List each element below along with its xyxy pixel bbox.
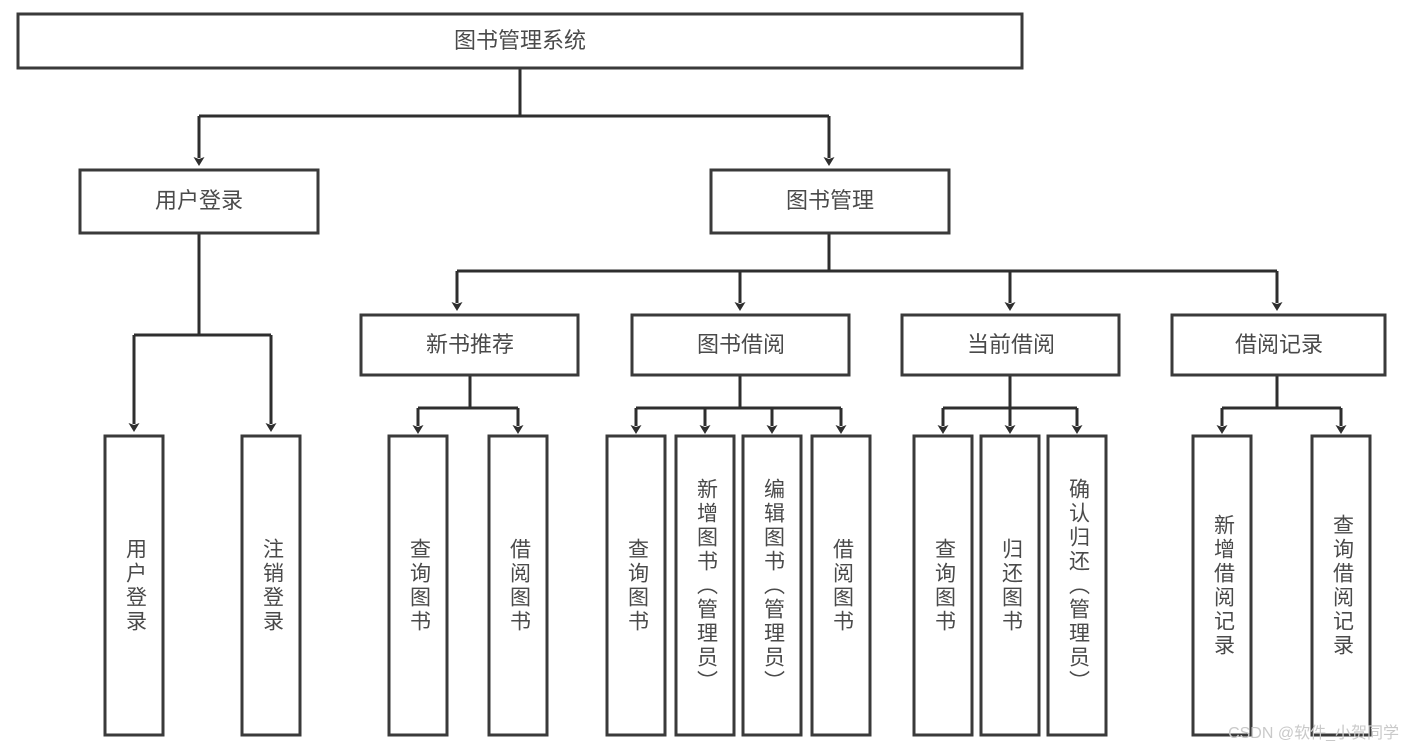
connector-root-to-level2 <box>193 68 835 166</box>
node-book-borrow[interactable]: 图书借阅 <box>630 313 851 377</box>
connector-bookmgmt-to-level3 <box>451 233 1283 311</box>
node-book-borrow-label: 图书借阅 <box>697 332 785 357</box>
leaf-current-borrow-return-label: 归还图书 <box>999 538 1023 634</box>
leaf-borrow-record-add-label: 新增借阅记录 <box>1211 514 1235 658</box>
leaf-book-borrow-query-label: 查询图书 <box>625 538 649 634</box>
node-borrow-record-label: 借阅记录 <box>1235 332 1323 357</box>
node-current-borrow-label: 当前借阅 <box>967 332 1055 357</box>
leaf-user-login-logout[interactable]: 注销登录 <box>240 434 302 737</box>
leaf-current-borrow-return[interactable]: 归还图书 <box>979 434 1041 737</box>
leaf-borrow-record-query-label: 查询借阅记录 <box>1330 514 1354 658</box>
connector-borrowrecord-to-leaves <box>1216 375 1347 434</box>
connector-userlogin-to-leaves <box>128 233 277 432</box>
leaf-book-borrow-add[interactable]: 新增图书（管理员） <box>674 434 736 737</box>
leaf-new-book-query-label: 查询图书 <box>407 538 431 634</box>
leaf-book-borrow-add-label: 新增图书（管理员） <box>694 478 718 694</box>
watermark: CSDN @软件_小贺同学 <box>1228 725 1399 742</box>
leaf-current-borrow-query-label: 查询图书 <box>932 538 956 634</box>
leaf-book-borrow-edit-label: 编辑图书（管理员） <box>761 478 785 694</box>
node-book-management-label: 图书管理 <box>786 188 874 213</box>
node-new-book-recommend-label: 新书推荐 <box>426 332 514 357</box>
node-borrow-record[interactable]: 借阅记录 <box>1170 313 1387 377</box>
leaf-current-borrow-confirm-return[interactable]: 确认归还（管理员） <box>1046 434 1108 737</box>
leaf-current-borrow-query[interactable]: 查询图书 <box>912 434 974 737</box>
node-book-management[interactable]: 图书管理 <box>709 168 951 235</box>
leaf-borrow-record-query[interactable]: 查询借阅记录 <box>1310 434 1372 737</box>
leaf-book-borrow-borrow[interactable]: 借阅图书 <box>810 434 872 737</box>
leaf-book-borrow-edit[interactable]: 编辑图书（管理员） <box>741 434 803 737</box>
node-user-login[interactable]: 用户登录 <box>78 168 320 235</box>
leaf-user-login-login-label: 用户登录 <box>123 538 147 634</box>
leaf-user-login-logout-label: 注销登录 <box>260 538 284 634</box>
node-user-login-label: 用户登录 <box>155 188 243 213</box>
leaf-new-book-query[interactable]: 查询图书 <box>387 434 449 737</box>
node-root-label: 图书管理系统 <box>454 28 586 53</box>
connector-currentborrow-to-leaves <box>937 375 1083 434</box>
connector-newbook-to-leaves <box>412 375 524 434</box>
leaf-current-borrow-confirm-return-label: 确认归还（管理员） <box>1066 478 1090 694</box>
leaf-book-borrow-borrow-label: 借阅图书 <box>830 538 854 634</box>
leaf-book-borrow-query[interactable]: 查询图书 <box>605 434 667 737</box>
node-root[interactable]: 图书管理系统 <box>16 12 1024 70</box>
connector-bookborrow-to-leaves <box>630 375 847 434</box>
node-new-book-recommend[interactable]: 新书推荐 <box>359 313 580 377</box>
leaf-user-login-login[interactable]: 用户登录 <box>103 434 165 737</box>
leaf-new-book-borrow[interactable]: 借阅图书 <box>487 434 549 737</box>
leaf-new-book-borrow-label: 借阅图书 <box>507 538 531 634</box>
leaf-borrow-record-add[interactable]: 新增借阅记录 <box>1191 434 1253 737</box>
node-current-borrow[interactable]: 当前借阅 <box>900 313 1121 377</box>
